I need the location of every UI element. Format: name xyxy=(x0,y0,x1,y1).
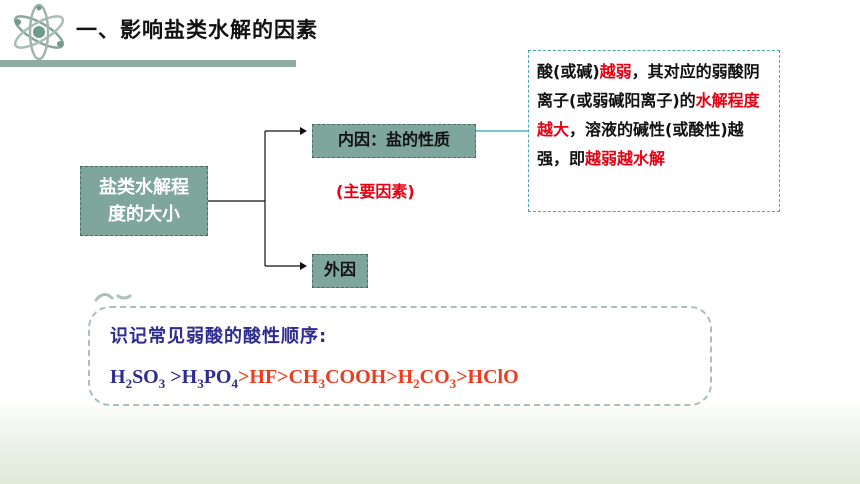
explanation-text-2: ，其对应的弱酸阴离子(或弱碱阳离子)的 xyxy=(537,62,760,110)
acid-h2so3: H2SO3 xyxy=(110,366,166,391)
acid-strength-order: H2SO3 >H3PO4>HF>CH3COOH>H2CO3>HClO xyxy=(110,366,519,392)
acid-rest: >HF>CH3COOH>H2CO3>HClO xyxy=(238,366,519,391)
outer-cause-box: 外因 xyxy=(312,254,368,288)
explanation-highlight-weaker: 越弱 xyxy=(599,62,632,81)
main-topic-line1: 盐类水解程 xyxy=(99,177,189,198)
acid-h3po4: H3PO4 xyxy=(181,366,238,391)
explanation-box: 酸(或碱)越弱，其对应的弱酸阴离子(或弱碱阳离子)的水解程度越大，溶液的碱性(或… xyxy=(528,50,780,212)
title-underline-bar xyxy=(0,60,296,67)
acid-strength-panel xyxy=(88,306,712,406)
acid-gt-1: > xyxy=(165,366,182,388)
main-topic-box: 盐类水解程 度的大小 xyxy=(80,166,208,236)
inner-cause-box: 内因：盐的性质 xyxy=(312,124,476,158)
explanation-highlight-rule: 越弱越水解 xyxy=(585,149,666,168)
explanation-text-1: 酸(或碱) xyxy=(537,62,600,81)
atom-icon xyxy=(13,4,65,60)
explanation-highlight-hydrolysis: 水解程度越大 xyxy=(537,91,760,139)
bottom-decoration-band xyxy=(0,400,860,484)
acid-panel-title: 识记常见弱酸的酸性顺序: xyxy=(110,326,328,347)
main-topic-line2: 度的大小 xyxy=(108,204,180,225)
page-title: 一、影响盐类水解的因素 xyxy=(76,18,318,42)
main-factor-note: (主要因素) xyxy=(336,182,415,201)
explanation-text-3: ，溶液的碱性(或酸性)越强，即 xyxy=(537,120,744,168)
